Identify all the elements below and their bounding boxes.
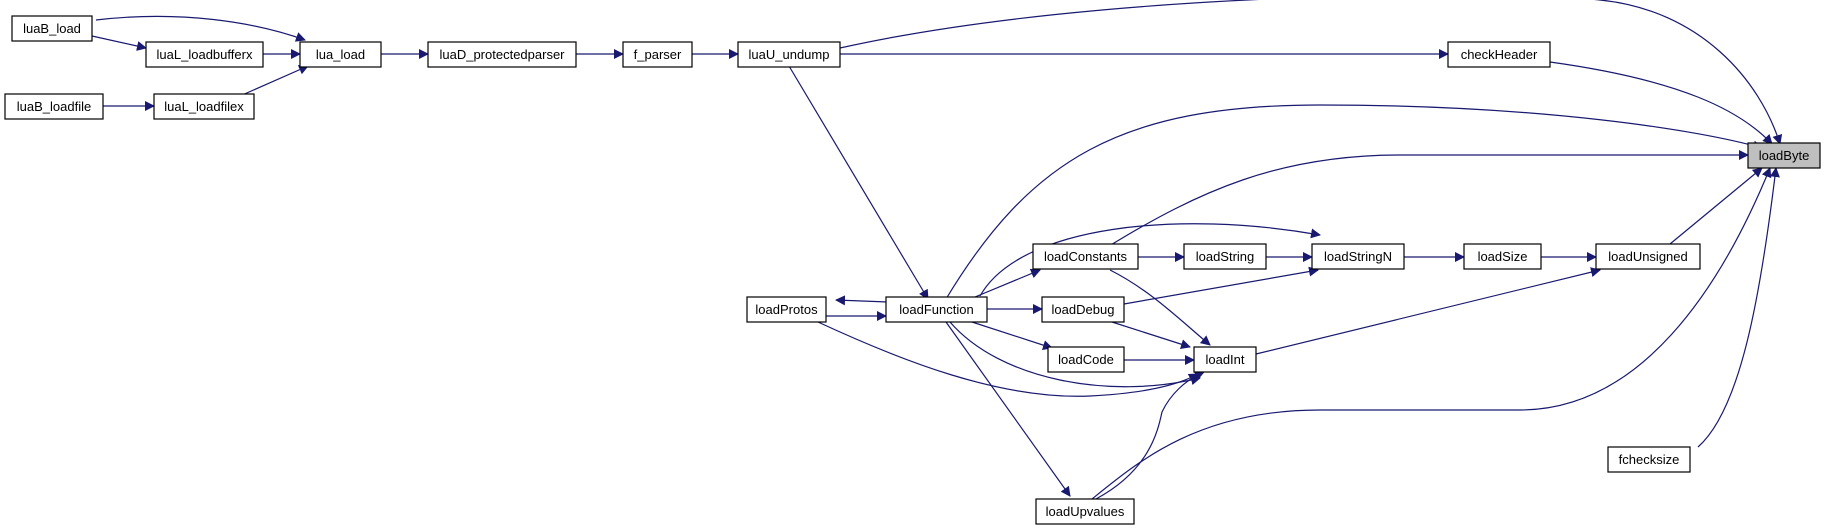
- node-luaU_undump[interactable]: luaU_undump: [737, 41, 841, 68]
- node-label: loadProtos: [755, 302, 818, 317]
- node-luaL_loadfilex[interactable]: luaL_loadfilex: [153, 93, 255, 120]
- edge-fchecksize-loadByte: [1697, 167, 1780, 448]
- node-fchecksize[interactable]: fchecksize: [1607, 446, 1691, 473]
- node-loadByte[interactable]: loadByte: [1747, 142, 1821, 169]
- edge-loadFunction-loadCode: [971, 321, 1053, 350]
- node-label: luaB_loadfile: [17, 99, 91, 114]
- edge-loadConstants-loadInt: [1109, 269, 1211, 346]
- edge-luaU_undump-loadByte: [839, 0, 1783, 145]
- edges-layer: [91, 0, 1783, 500]
- node-label: lua_load: [316, 47, 365, 62]
- node-luaD_protectedparser[interactable]: luaD_protectedparser: [427, 41, 577, 68]
- edge-luaU_undump-loadFunction: [788, 65, 929, 300]
- node-luaL_loadbufferx[interactable]: luaL_loadbufferx: [145, 41, 264, 68]
- node-loadDebug[interactable]: loadDebug: [1041, 296, 1125, 323]
- edge-luaB_load-luaL_loadbufferx: [91, 35, 147, 51]
- edge-luaB_load-lua_load: [95, 15, 306, 42]
- node-label: loadUnsigned: [1608, 249, 1688, 264]
- node-label: checkHeader: [1461, 47, 1538, 62]
- edge-luaL_loadfilex-lua_load: [239, 65, 309, 97]
- node-loadString[interactable]: loadString: [1183, 243, 1267, 270]
- edge-loadProtos-loadInt: [817, 321, 1199, 397]
- node-label: luaB_load: [23, 21, 81, 36]
- node-label: luaL_loadbufferx: [157, 47, 253, 62]
- node-lua_load[interactable]: lua_load: [299, 41, 382, 68]
- node-f_parser[interactable]: f_parser: [622, 41, 693, 68]
- node-label: loadFunction: [899, 302, 973, 317]
- edge-loadFunction-loadByte: [945, 104, 1763, 300]
- edge-loadUpvalues-loadInt: [1095, 370, 1205, 500]
- node-label: loadUpvalues: [1046, 504, 1125, 519]
- edge-loadConstants-loadByte: [1105, 150, 1749, 249]
- node-luaB_loadfile[interactable]: luaB_loadfile: [4, 93, 104, 120]
- node-loadStringN[interactable]: loadStringN: [1311, 243, 1405, 270]
- edge-loadDebug-loadStringN: [1123, 266, 1319, 305]
- node-label: f_parser: [634, 47, 682, 62]
- nodes-layer: luaB_load luaL_loadbufferx lua_load luaD…: [4, 15, 1821, 525]
- edge-loadFunction-loadStringN: [979, 223, 1321, 297]
- edge-loadFunction-loadInt: [949, 321, 1201, 388]
- node-loadConstants[interactable]: loadConstants: [1032, 243, 1139, 270]
- edge-checkHeader-loadByte: [1549, 61, 1773, 145]
- node-label: loadInt: [1205, 352, 1244, 367]
- node-label: luaU_undump: [749, 47, 830, 62]
- node-checkHeader[interactable]: checkHeader: [1447, 41, 1551, 68]
- edge-loadFunction-loadProtos: [835, 295, 889, 306]
- node-label: fchecksize: [1619, 452, 1680, 467]
- edge-loadInt-loadUnsigned: [1255, 267, 1601, 355]
- edge-loadFunction-loadConstants: [974, 268, 1041, 298]
- node-label: loadCode: [1058, 352, 1114, 367]
- node-label: loadByte: [1759, 148, 1810, 163]
- node-label: luaL_loadfilex: [164, 99, 244, 114]
- node-loadUnsigned[interactable]: loadUnsigned: [1595, 243, 1701, 270]
- edge-loadUnsigned-loadByte: [1669, 167, 1763, 245]
- edge-loadUpvalues-loadByte: [1091, 167, 1772, 500]
- node-label: loadString: [1196, 249, 1255, 264]
- node-luaB_load[interactable]: luaB_load: [11, 15, 93, 42]
- node-label: luaD_protectedparser: [439, 47, 565, 62]
- edge-loadFunction-loadUpvalues: [945, 321, 1071, 497]
- node-loadProtos[interactable]: loadProtos: [746, 296, 827, 323]
- node-loadCode[interactable]: loadCode: [1047, 346, 1125, 373]
- node-label: loadDebug: [1052, 302, 1115, 317]
- node-loadFunction[interactable]: loadFunction: [885, 296, 988, 323]
- node-label: loadSize: [1478, 249, 1528, 264]
- node-label: loadConstants: [1044, 249, 1128, 264]
- node-loadInt[interactable]: loadInt: [1193, 346, 1257, 373]
- node-loadSize[interactable]: loadSize: [1463, 243, 1542, 270]
- edge-loadDebug-loadInt: [1111, 321, 1191, 350]
- node-label: loadStringN: [1324, 249, 1392, 264]
- node-loadUpvalues[interactable]: loadUpvalues: [1035, 498, 1135, 525]
